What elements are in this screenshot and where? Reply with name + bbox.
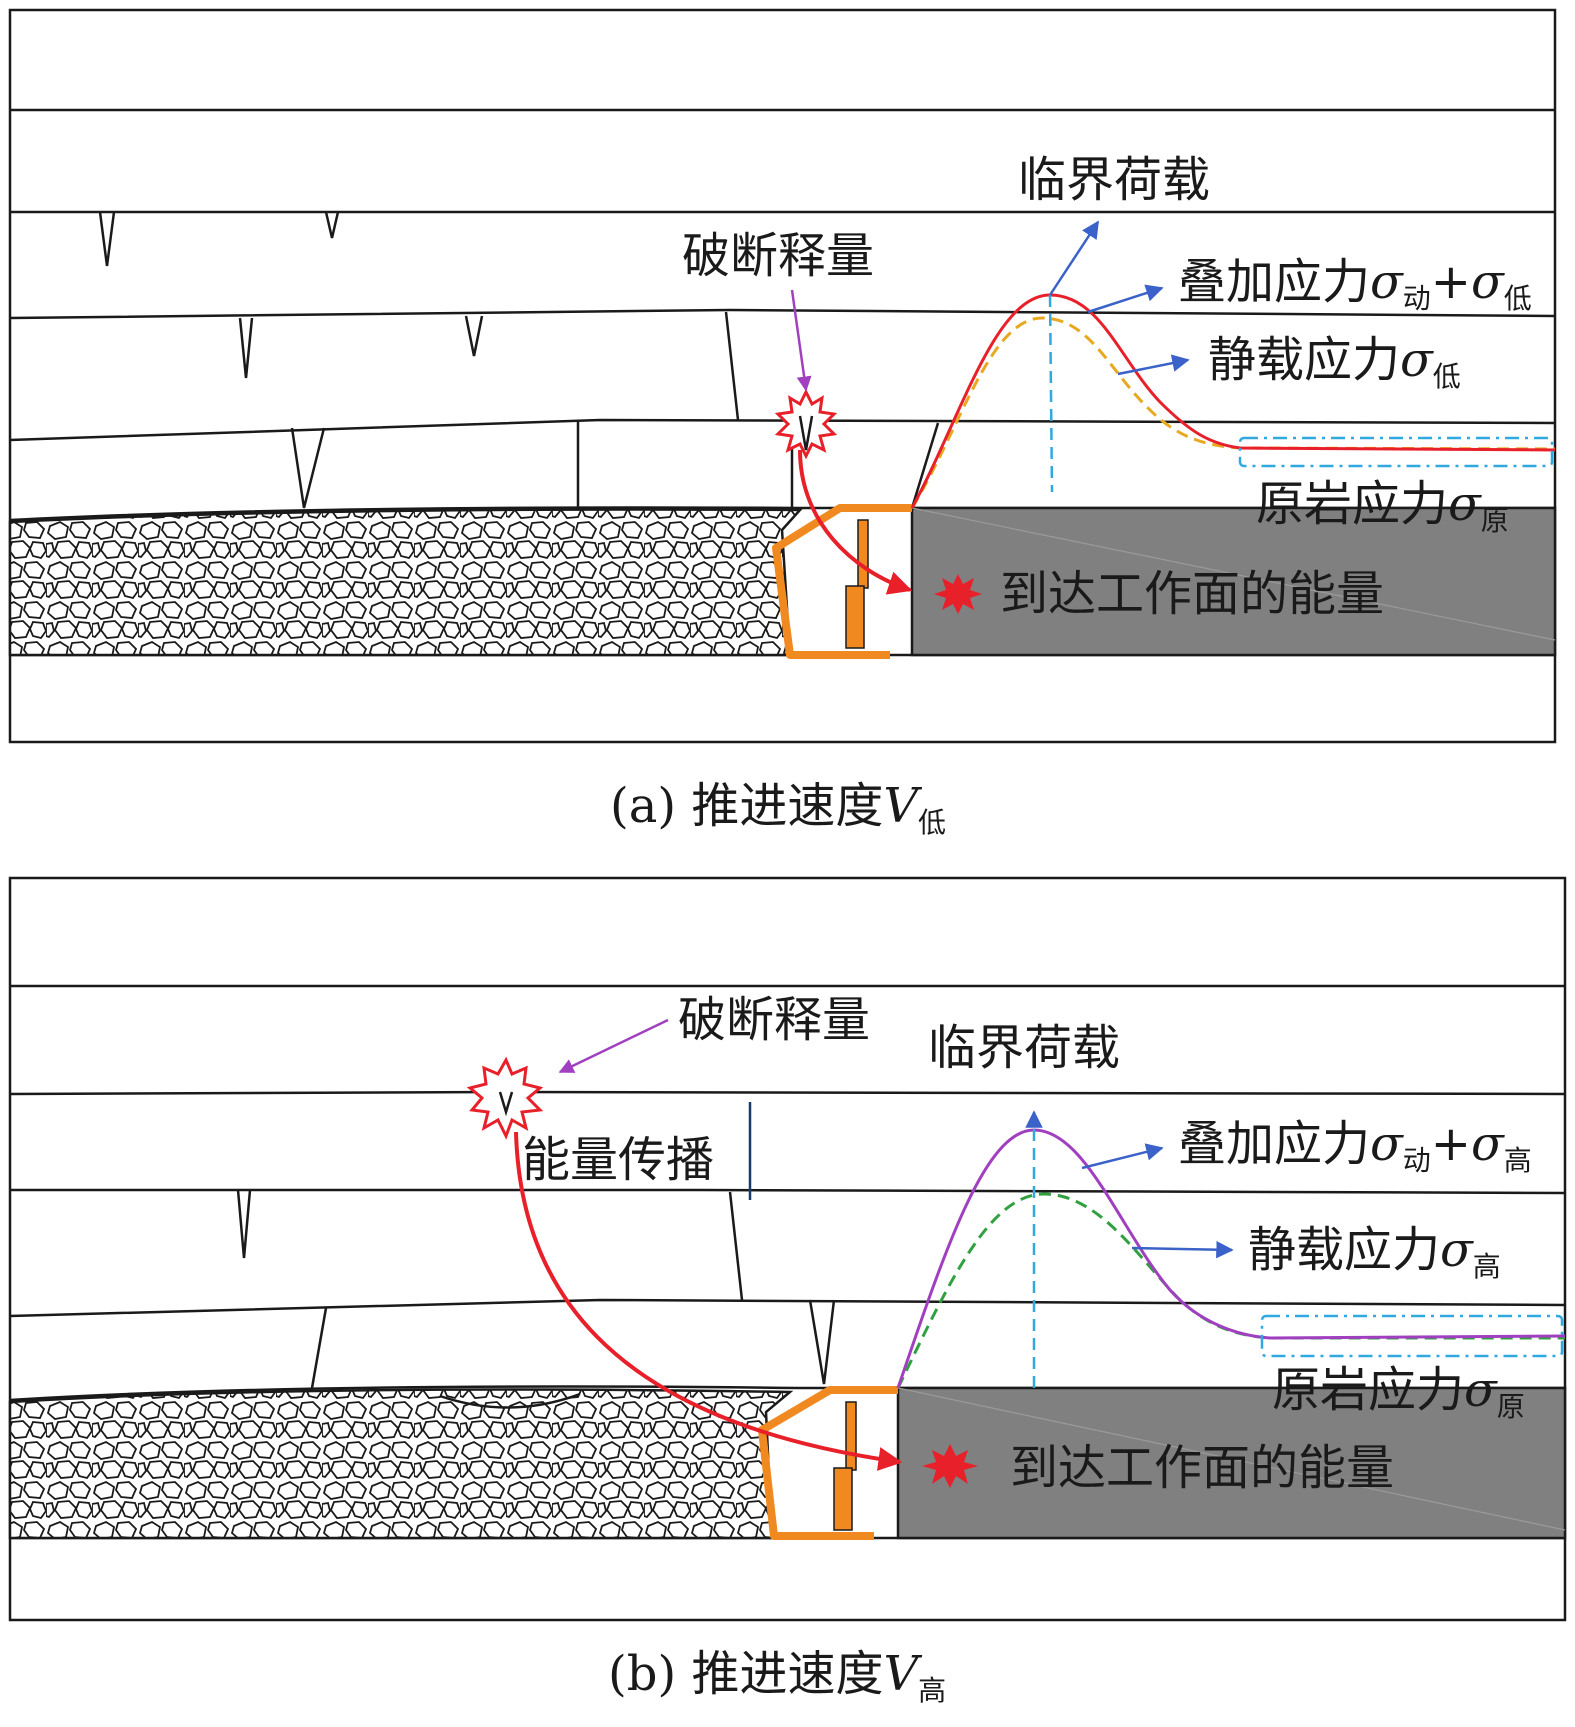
stratum-boundary bbox=[9, 308, 1556, 320]
coal-seam-texture bbox=[897, 1387, 1566, 1531]
static-stress-arrow bbox=[1131, 1240, 1234, 1259]
energy-propagation-label: 能量传播 bbox=[522, 1132, 714, 1188]
caved-gob-zone bbox=[8, 1388, 794, 1540]
peak-stress-line-a bbox=[1048, 294, 1054, 493]
block-crack bbox=[910, 422, 940, 509]
energy-to-face-label: 到达工作面的能量 bbox=[1010, 1440, 1394, 1496]
block-crack bbox=[98, 211, 116, 267]
fracture-release-label: 破断释量 bbox=[678, 992, 870, 1048]
superposed-stress-curve-a bbox=[910, 293, 1556, 509]
block-crack bbox=[724, 311, 740, 421]
block-crack bbox=[290, 427, 326, 509]
superposed-stress-arrow bbox=[1081, 1143, 1164, 1170]
block-crack bbox=[464, 315, 484, 357]
superposed-stress-label: 叠加应力σ动+σ低 bbox=[1178, 254, 1532, 315]
block-crack bbox=[236, 1189, 252, 1259]
original-stress-zone-a bbox=[1238, 436, 1554, 468]
energy-path-a bbox=[798, 449, 913, 595]
static-stress-arrow bbox=[1117, 354, 1190, 376]
explosion-burst-icon bbox=[466, 1056, 544, 1140]
hydraulic-support-icon bbox=[772, 504, 912, 659]
block-crack bbox=[798, 415, 814, 451]
gob-roof bbox=[9, 1385, 1565, 1402]
gob-sag bbox=[439, 1392, 581, 1409]
original-stress-label: 原岩应力σ原 bbox=[1272, 1362, 1525, 1423]
superposed-stress-arrow bbox=[1087, 284, 1164, 314]
stratum-boundary bbox=[9, 418, 1556, 442]
original-stress-zone-b bbox=[1260, 1314, 1564, 1358]
caption-a: (a) 推进速度V低 bbox=[610, 778, 946, 839]
stratum-boundary bbox=[10, 1188, 1566, 1195]
coal-seam bbox=[910, 506, 1557, 657]
energy-star-icon bbox=[934, 574, 982, 614]
superposed-stress-label: 叠加应力σ动+σ高 bbox=[1178, 1116, 1532, 1177]
panel-b: 破断释量 临界荷载 能量传播 叠加应力σ动+σ高 静载应力σ高 原岩应力σ原 到… bbox=[8, 876, 1567, 1622]
static-stress-label: 静载应力σ高 bbox=[1248, 1222, 1501, 1283]
fracture-release-arrow bbox=[790, 289, 812, 392]
static-stress-curve-a bbox=[910, 316, 1556, 509]
caption-b: (b) 推进速度V高 bbox=[608, 1646, 946, 1707]
caved-gob-zone bbox=[8, 508, 803, 657]
explosion-burst-icon bbox=[774, 388, 838, 460]
block-crack bbox=[498, 1091, 514, 1117]
critical-load-label: 临界荷载 bbox=[1018, 152, 1210, 208]
original-stress-label: 原岩应力σ原 bbox=[1256, 476, 1509, 537]
fracture-release-arrow bbox=[558, 1018, 669, 1074]
energy-path-b bbox=[514, 1131, 903, 1471]
block-crack bbox=[310, 1307, 328, 1389]
stratum-boundary bbox=[9, 1298, 1566, 1318]
critical-load-label: 临界荷载 bbox=[928, 1020, 1120, 1076]
energy-to-face-label: 到达工作面的能量 bbox=[1000, 566, 1384, 622]
energy-star-icon bbox=[922, 1444, 978, 1488]
panel-a: 临界荷载 破断释量 叠加应力σ动+σ低 静载应力σ低 原岩应力σ原 到达工作面的… bbox=[8, 8, 1557, 744]
coal-seam bbox=[896, 1386, 1567, 1540]
superposed-stress-curve-b bbox=[896, 1128, 1566, 1389]
block-crack bbox=[728, 1191, 744, 1301]
block-crack bbox=[238, 317, 254, 379]
gob-roof bbox=[9, 506, 1555, 522]
critical-load-arrow bbox=[1048, 220, 1100, 296]
fracture-release-label: 破断释量 bbox=[682, 228, 874, 284]
static-stress-label: 静载应力σ低 bbox=[1208, 332, 1461, 393]
coal-seam-texture bbox=[911, 507, 1556, 641]
block-crack bbox=[808, 1299, 836, 1385]
block-crack bbox=[324, 211, 340, 239]
